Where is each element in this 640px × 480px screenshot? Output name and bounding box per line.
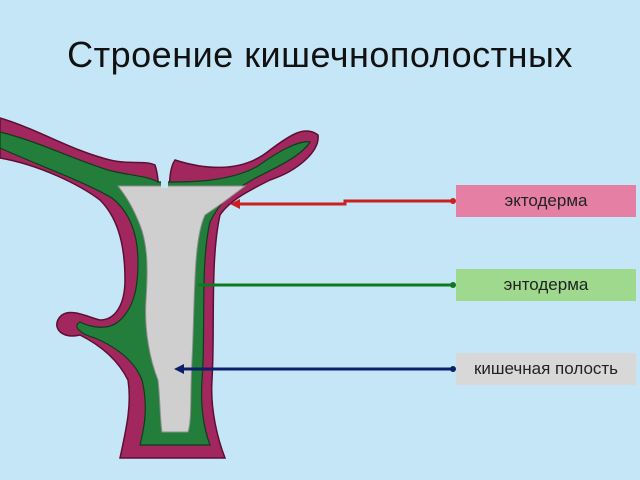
cavity-label: кишечная полость bbox=[456, 353, 636, 385]
gastric-cavity bbox=[116, 185, 247, 433]
ectoderm-label: эктодерма bbox=[456, 185, 636, 217]
ectoderm-pointer bbox=[238, 199, 455, 206]
page-title: Строение кишечнополостных bbox=[67, 34, 573, 75]
cavity-arrowhead bbox=[174, 364, 184, 374]
endoderm-label: энтодерма bbox=[456, 269, 636, 301]
cavity-pointer-dot bbox=[450, 366, 456, 372]
mouth-opening bbox=[161, 150, 168, 188]
endoderm-pointer-dot bbox=[450, 282, 456, 288]
ectoderm-arrowhead bbox=[230, 199, 240, 209]
ectoderm-pointer-dot bbox=[450, 198, 456, 204]
